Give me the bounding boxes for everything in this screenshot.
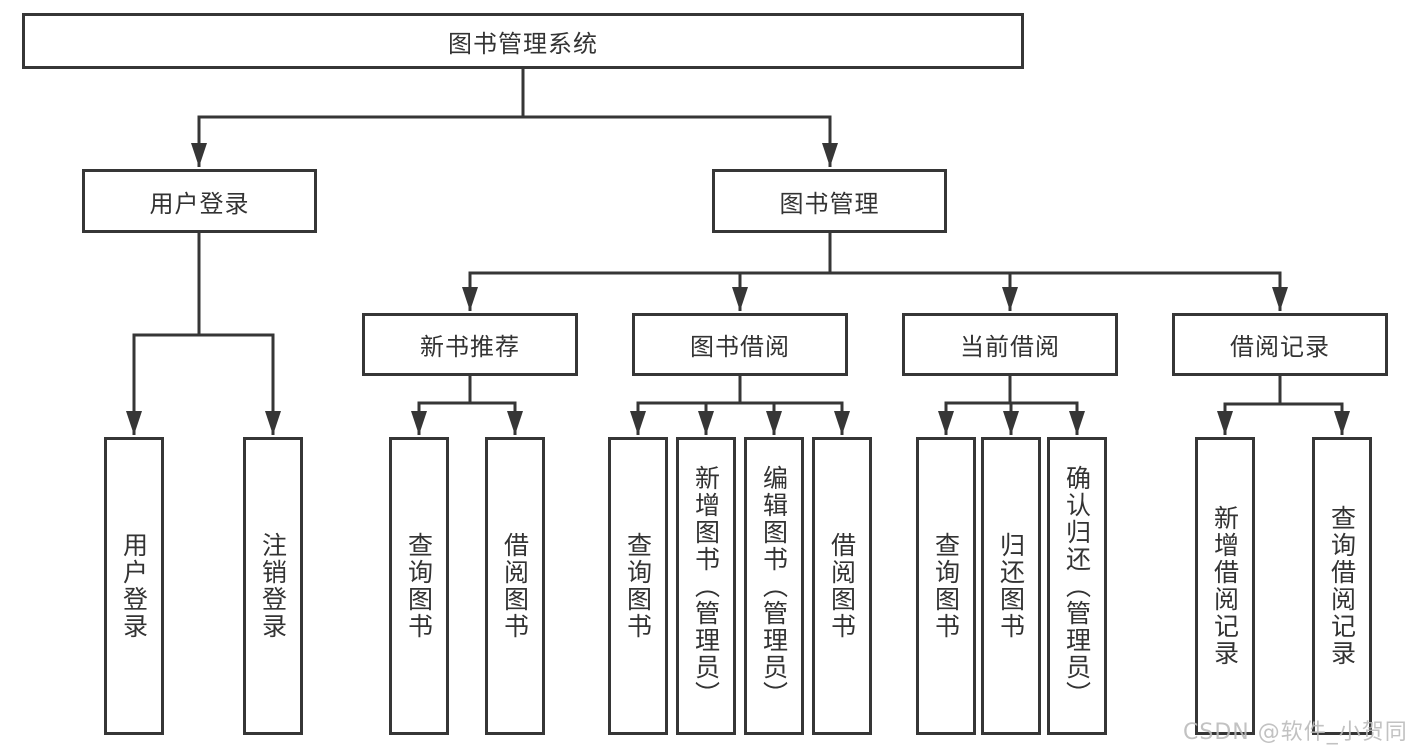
node-label: 查询图书 <box>623 532 653 640</box>
node-label: 查询借阅记录 <box>1327 505 1357 667</box>
node-label: 当前借阅 <box>960 333 1060 361</box>
node-borrowing-records: 借阅记录 <box>1172 313 1388 376</box>
node-add-book-admin: 新增图书（管理员） <box>676 437 736 735</box>
node-borrow-books: 借阅图书 <box>485 437 545 735</box>
node-label: 确认归还（管理员） <box>1062 464 1092 708</box>
node-book-management: 图书管理 <box>712 169 947 233</box>
node-label: 查询图书 <box>404 532 434 640</box>
csdn-watermark: CSDN @软件_小贺同学 <box>1183 720 1405 745</box>
node-label: 查询图书 <box>931 532 961 640</box>
node-label: 新书推荐 <box>420 333 520 361</box>
node-confirm-return-admin: 确认归还（管理员） <box>1047 437 1107 735</box>
node-book-borrowing: 图书借阅 <box>632 313 848 376</box>
node-current-borrowing: 当前借阅 <box>902 313 1118 376</box>
node-label: 借阅图书 <box>827 532 857 640</box>
node-user-login: 用户登录 <box>82 169 317 233</box>
node-label: 图书借阅 <box>690 333 790 361</box>
node-label: 用户登录 <box>149 189 250 218</box>
node-query-borrow-record: 查询借阅记录 <box>1312 437 1372 735</box>
node-query-books: 查询图书 <box>608 437 668 735</box>
node-label: 编辑图书（管理员） <box>759 464 789 708</box>
node-query-books: 查询图书 <box>389 437 449 735</box>
node-edit-book-admin: 编辑图书（管理员） <box>744 437 804 735</box>
node-borrow-books: 借阅图书 <box>812 437 872 735</box>
node-user-login-leaf: 用户登录 <box>104 437 164 735</box>
node-label: 归还图书 <box>996 532 1026 640</box>
node-label: 注销登录 <box>258 532 288 640</box>
node-return-books: 归还图书 <box>981 437 1041 735</box>
node-label: 图书管理 <box>779 189 880 218</box>
node-label: 借阅记录 <box>1230 333 1330 361</box>
node-label: 借阅图书 <box>500 532 530 640</box>
node-label: 图书管理系统 <box>448 29 598 58</box>
node-label: 新增借阅记录 <box>1210 505 1240 667</box>
node-library-management-system: 图书管理系统 <box>22 13 1024 69</box>
node-logout: 注销登录 <box>243 437 303 735</box>
node-new-book-recommendation: 新书推荐 <box>362 313 578 376</box>
node-add-borrow-record: 新增借阅记录 <box>1195 437 1255 735</box>
node-query-books: 查询图书 <box>916 437 976 735</box>
node-label: 新增图书（管理员） <box>691 464 721 708</box>
node-label: 用户登录 <box>119 532 149 640</box>
